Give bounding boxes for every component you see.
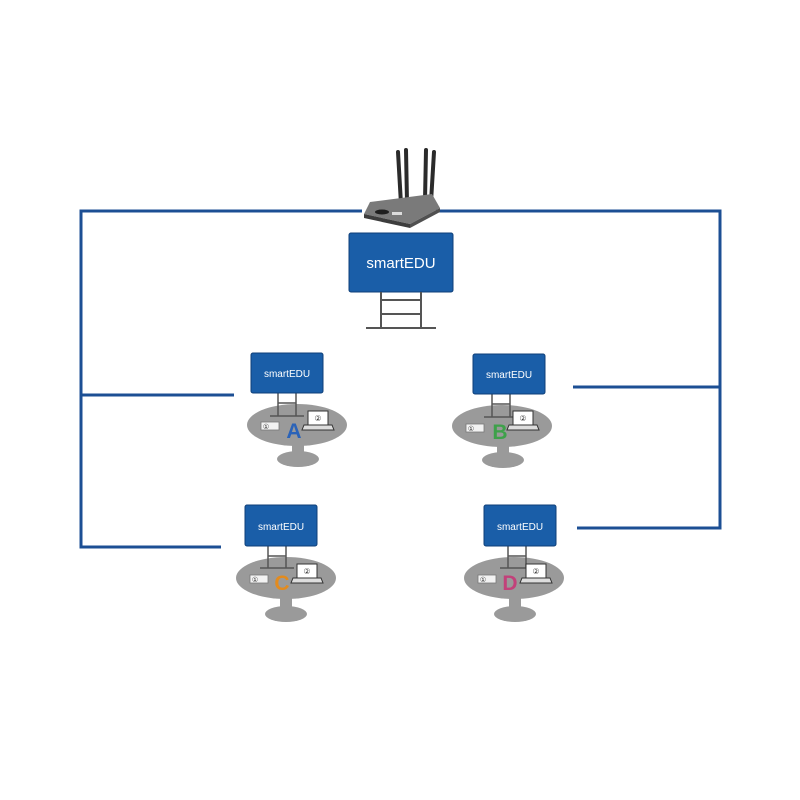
device-1-icon: ① bbox=[249, 574, 269, 584]
svg-text:①: ① bbox=[263, 423, 269, 431]
device-1-icon: ① bbox=[260, 421, 280, 431]
device-2-label: ② bbox=[519, 414, 526, 423]
wifi-router-icon bbox=[364, 148, 440, 228]
station-letter-d: D bbox=[502, 572, 517, 595]
svg-text:①: ① bbox=[468, 425, 474, 433]
station-letter-a: A bbox=[286, 420, 301, 443]
station-display-screen bbox=[472, 353, 546, 395]
connection-lines bbox=[79, 209, 722, 549]
laptop-icon: ② bbox=[506, 410, 540, 431]
device-2-label: ② bbox=[303, 567, 310, 576]
main-display-stand bbox=[366, 292, 436, 329]
svg-text:①: ① bbox=[480, 576, 486, 584]
main-display-screen bbox=[348, 232, 454, 293]
station-display-label: smartEDU bbox=[497, 522, 543, 533]
device-2-label: ② bbox=[532, 567, 539, 576]
link-router-right bbox=[436, 209, 722, 530]
station-c: smartEDU ① ② C bbox=[236, 504, 336, 622]
station-display-screen bbox=[244, 504, 318, 547]
laptop-icon: ② bbox=[519, 563, 553, 584]
device-1-icon: ① bbox=[477, 574, 497, 584]
station-b: smartEDU ① ② B bbox=[452, 353, 552, 468]
station-letter-c: C bbox=[274, 572, 289, 595]
station-display-label: smartEDU bbox=[264, 369, 310, 380]
station-display-screen bbox=[250, 352, 324, 394]
station-display-screen bbox=[483, 504, 557, 547]
monitor-stand bbox=[270, 393, 304, 417]
monitor-stand bbox=[484, 394, 518, 418]
main-display-label: smartEDU bbox=[366, 255, 435, 272]
station-display-label: smartEDU bbox=[486, 370, 532, 381]
device-1-icon: ① bbox=[465, 423, 485, 433]
laptop-icon: ② bbox=[301, 410, 335, 431]
device-2-label: ② bbox=[314, 414, 321, 423]
station-d: smartEDU ① ② D bbox=[464, 504, 564, 622]
svg-text:①: ① bbox=[252, 576, 258, 584]
station-a: smartEDU ① ② A bbox=[247, 352, 347, 467]
laptop-icon: ② bbox=[290, 563, 324, 584]
monitor-stand bbox=[260, 546, 294, 569]
station-letter-b: B bbox=[492, 421, 507, 444]
main-display: smartEDU bbox=[348, 232, 454, 329]
link-router-left bbox=[79, 209, 362, 549]
station-display-label: smartEDU bbox=[258, 522, 304, 533]
